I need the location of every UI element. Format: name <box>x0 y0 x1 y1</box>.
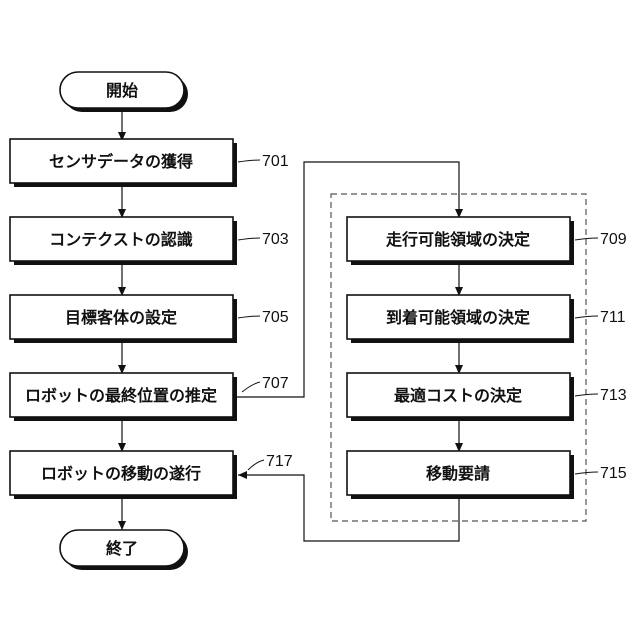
start-label: 開始 <box>106 81 138 100</box>
step-713-label: 最適コストの決定 <box>394 386 522 405</box>
step-711-label: 到着可能領域の決定 <box>386 308 530 327</box>
step-707-label: ロボットの最終位置の推定 <box>25 386 217 405</box>
step-713: 最適コストの決定 713 <box>347 373 627 421</box>
step-709-label: 走行可能領域の決定 <box>385 230 530 249</box>
step-711-ref: 711 <box>600 309 626 326</box>
step-717-label: ロボットの移動の遂行 <box>41 464 201 483</box>
step-701: センサデータの獲得 701 <box>10 139 289 187</box>
start-terminal: 開始 <box>60 72 188 112</box>
step-705-label: 目標客体の設定 <box>65 308 177 327</box>
step-709: 走行可能領域の決定 709 <box>347 217 627 265</box>
step-713-ref: 713 <box>600 387 627 404</box>
step-703-label: コンテクストの認識 <box>49 230 193 249</box>
end-label: 終了 <box>106 539 138 558</box>
step-715-ref: 715 <box>600 465 627 482</box>
step-711: 到着可能領域の決定 711 <box>347 295 626 343</box>
end-terminal: 終了 <box>60 530 188 570</box>
step-701-ref: 701 <box>262 153 289 170</box>
arrow-707-to-709 <box>236 162 459 397</box>
step-703-ref: 703 <box>262 231 289 248</box>
step-701-label: センサデータの獲得 <box>49 152 193 171</box>
step-715: 移動要請 715 <box>347 451 627 499</box>
step-703: コンテクストの認識 703 <box>10 217 289 265</box>
step-705: 目標客体の設定 705 <box>10 295 289 343</box>
step-715-label: 移動要請 <box>426 464 490 483</box>
step-705-ref: 705 <box>262 309 289 326</box>
step-717-ref: 717 <box>266 453 293 470</box>
step-709-ref: 709 <box>600 231 627 248</box>
step-707-ref: 707 <box>262 375 289 392</box>
